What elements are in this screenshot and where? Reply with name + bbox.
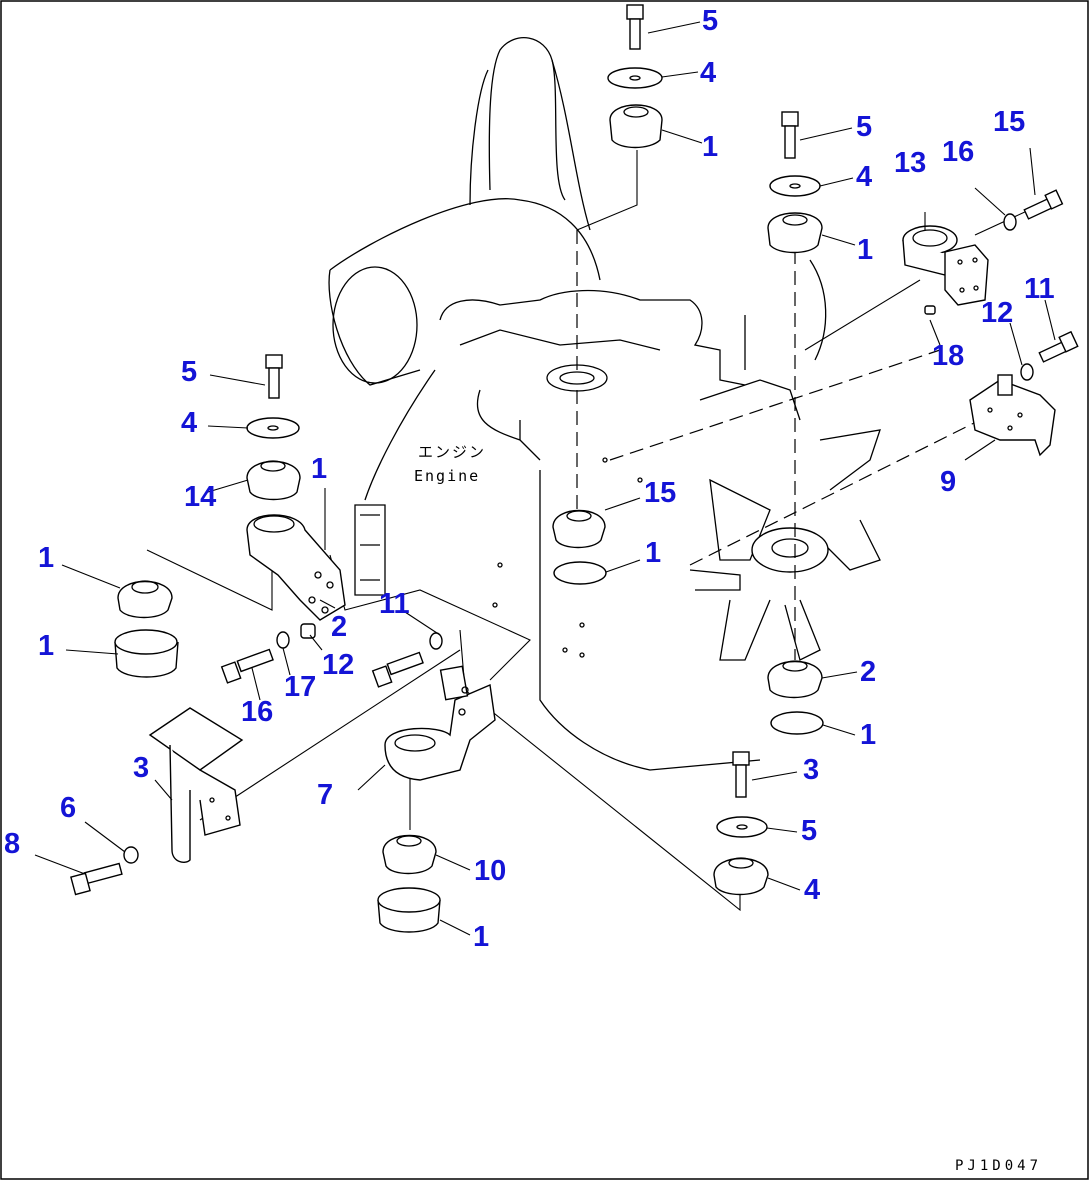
part-label-5: 3 [803,754,819,786]
part-label-18: 18 [932,340,964,372]
part-label-4: 4 [181,407,197,439]
engine-label-en: Engine [414,467,480,485]
mount-rubber-left-upper-icon [246,460,301,501]
part-label-6: 3 [133,752,149,784]
mount-rubber-right-lower-icon [767,660,823,699]
part-label-17: 12 [322,649,354,681]
part-label-2: 1 [473,921,489,953]
part-label-8: 6 [60,792,76,824]
part-number-labels: 5 4 1 5 4 1 13 16 15 12 11 18 9 5 4 1 14… [4,5,1055,953]
part-label-1: 4 [804,874,820,906]
part-label-4: 5 [801,815,817,847]
part-label-1: 1 [702,131,718,163]
washer-16-upper-icon [1003,213,1017,231]
bolt-left-upper-icon [265,354,283,399]
bolt-top-center-icon [626,4,644,50]
engine-outline: エンジン Engine [328,37,881,771]
bolt-11-right-icon [1038,330,1079,363]
washer-12-lower-icon [429,632,443,650]
part-label-12: 11 [379,588,410,620]
part-label-4: 4 [856,161,872,193]
washer-16-lower-icon [276,631,290,649]
cup-lower-center-icon [377,887,441,933]
part-label-3: 1 [860,719,876,751]
bracket-10-icon [384,665,496,781]
part-label-15: 15 [993,106,1025,138]
part-label-10: 7 [317,779,333,811]
part-label-16: 16 [942,136,974,168]
part-label-5: 5 [181,356,197,388]
part-label-1: 1 [857,234,873,266]
bolt-15-upper-icon [1023,189,1064,220]
part-label-15: 16 [241,696,273,728]
washer-right-upper-icon [769,175,821,197]
part-label-4: 4 [700,57,716,89]
washer-bottom-right-icon [716,816,768,838]
mount-rubber-right-upper-icon [767,212,823,254]
bolt-7-icon [70,862,123,896]
bracket-14-icon [246,514,346,621]
part-label-13: 13 [894,147,926,179]
bolt-11-lower-icon [371,651,424,688]
drawing-code: PJ1D047 [955,1158,1042,1174]
label-leader-lines [34,21,1056,936]
part-label-1: 15 [644,477,676,509]
mount-rubber-center-icon [552,509,606,549]
washer-top-center-icon [607,67,663,89]
part-label-16: 17 [284,671,316,703]
bracket-clamp-icon [902,225,989,306]
part-label-1: 10 [474,855,506,887]
washer-left-upper-icon [246,417,300,439]
bolt-bottom-right-icon [732,751,750,798]
part-label-11: 2 [331,611,347,643]
part-label-1: 1 [38,542,54,574]
part-label-9: 9 [940,466,956,498]
washer-8-icon [123,846,139,864]
part-label-1: 14 [184,481,216,513]
mount-rubber-bottom-right-icon [713,857,769,896]
pin-18-icon [924,305,936,315]
part-label-12: 12 [981,297,1013,329]
part-label-5: 5 [856,111,872,143]
part-label-5: 5 [702,5,718,37]
washer-12-right-icon [1020,363,1034,381]
bracket-9-icon [969,374,1056,457]
part-label-14: 1 [311,453,327,485]
mount-rubber-lower-center-icon [382,834,437,875]
assembly-centerlines [576,230,981,660]
cup-left-upper-icon [114,629,179,678]
plate-center-icon [553,561,607,585]
engine-label-jp: エンジン [418,443,486,461]
bolt-right-upper-icon [781,111,799,159]
part-label-1: 2 [860,656,876,688]
bolt-15-lower-icon [220,648,274,684]
bracket-6-icon [148,707,244,863]
mount-rubber-top-center-icon [609,104,663,149]
plate-right-lower-icon [770,711,824,735]
part-label-7: 8 [4,828,20,860]
nut-17-icon [300,623,316,639]
mount-rubber-left-lower-icon [117,580,173,619]
part-label-11: 11 [1024,273,1055,305]
part-label-2: 1 [38,630,54,662]
part-label-3: 1 [645,537,661,569]
